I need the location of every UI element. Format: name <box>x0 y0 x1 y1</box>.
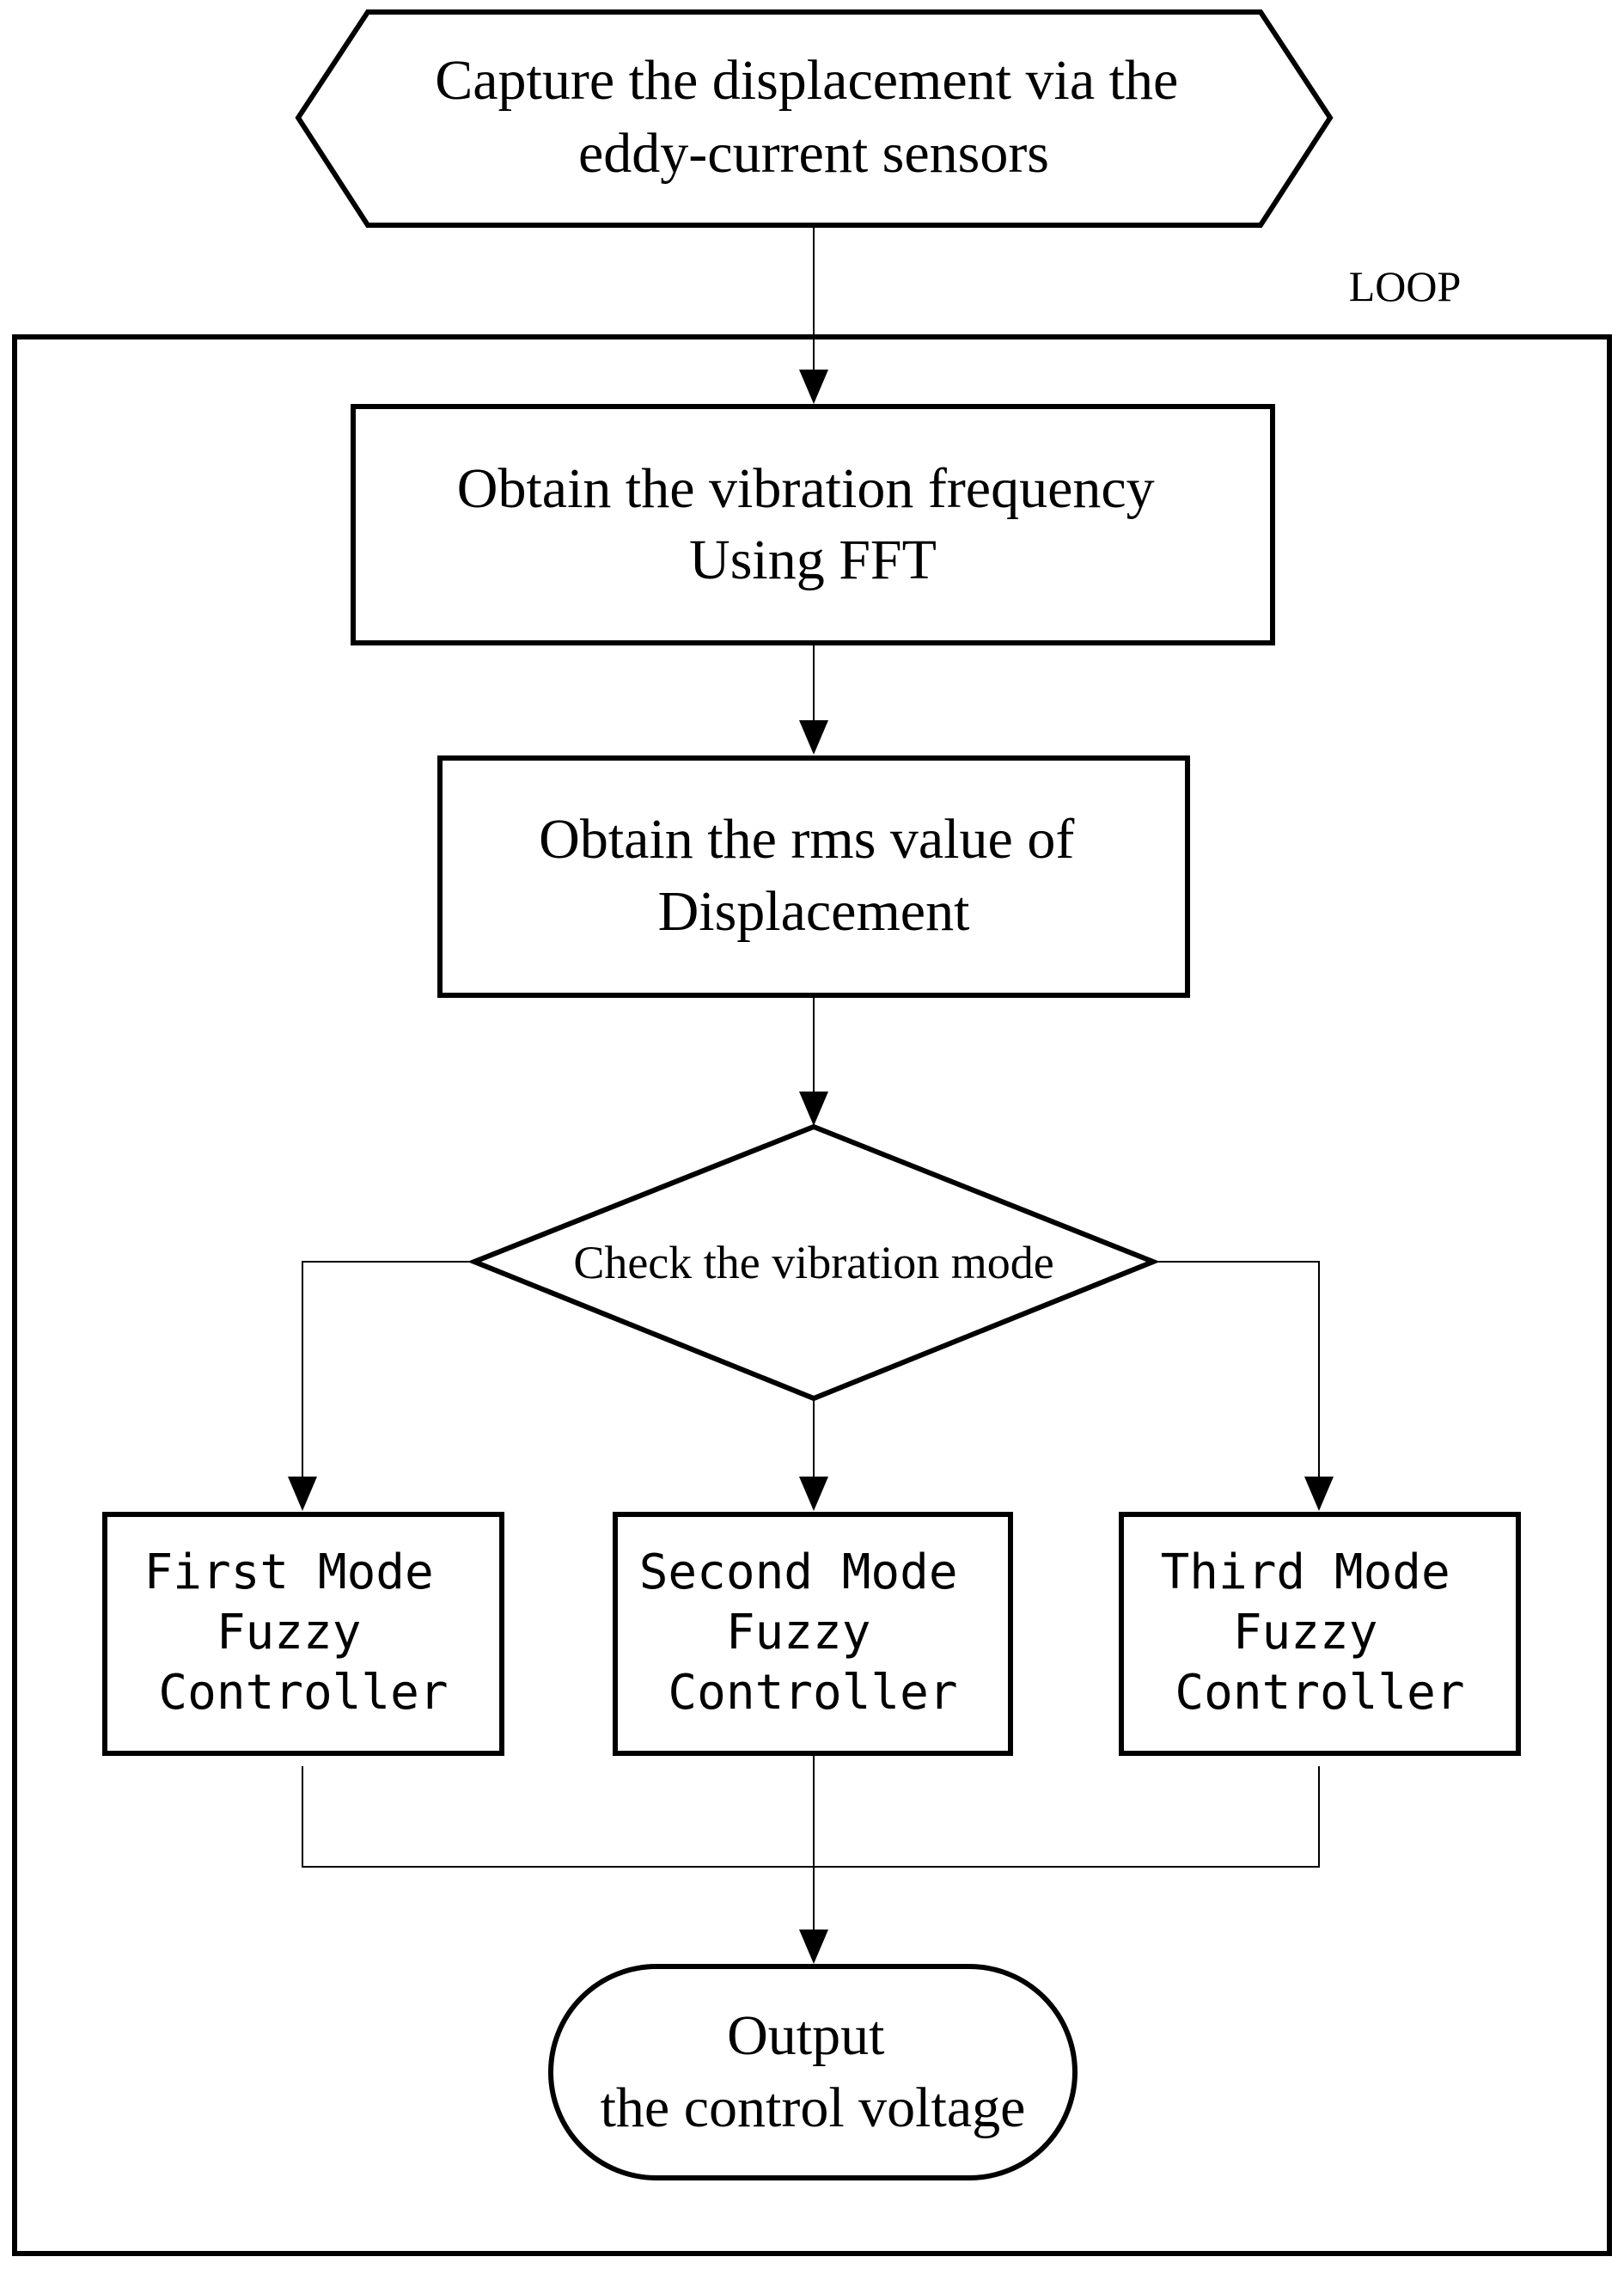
arrowhead-decision <box>799 1092 828 1126</box>
output-line-1: Output <box>727 2004 884 2067</box>
second-mode-box <box>613 1512 1013 1756</box>
output-line-2: the control voltage <box>601 2076 1026 2139</box>
fft-text: Obtain the vibration frequency Using FFT <box>457 457 1169 591</box>
fft-line-2: Using FFT <box>689 529 937 591</box>
third-mode-line-3: Controller <box>1175 1665 1464 1721</box>
decision-line-1: Check the vibration mode <box>573 1237 1053 1288</box>
third-mode-line-1: Third Mode <box>1161 1544 1450 1600</box>
first-mode-line-3: Controller <box>158 1665 448 1721</box>
arrowhead-output <box>799 1930 828 1964</box>
second-mode-line-3: Controller <box>668 1665 957 1721</box>
capture-node: Capture the displacement via the eddy-cu… <box>295 9 1334 228</box>
output-node: Output the control voltage <box>548 1964 1078 2180</box>
rms-box <box>437 755 1190 998</box>
third-mode-node: Third Mode Fuzzy Controller <box>1119 1512 1521 1756</box>
third-mode-box <box>1119 1512 1521 1756</box>
arrowhead-fft <box>799 370 828 404</box>
second-mode-node: Second Mode Fuzzy Controller <box>613 1512 1013 1756</box>
first-mode-line-1: First Mode <box>144 1544 434 1600</box>
first-mode-text: First Mode Fuzzy Controller <box>144 1544 463 1721</box>
second-mode-line-1: Second Mode <box>639 1544 958 1600</box>
rms-node: Obtain the rms value of Displacement <box>437 755 1190 998</box>
first-mode-node: First Mode Fuzzy Controller <box>102 1512 504 1756</box>
connector-decision-first <box>302 1261 474 1477</box>
arrowhead-third <box>1304 1477 1334 1511</box>
fft-box <box>351 404 1275 645</box>
rms-line-1: Obtain the rms value of <box>539 808 1074 871</box>
capture-line-2: eddy-current sensors <box>578 122 1049 185</box>
decision-diamond <box>467 1123 1161 1402</box>
second-mode-text: Second Mode Fuzzy Controller <box>639 1544 987 1721</box>
capture-text: Capture the displacement via the eddy-cu… <box>435 49 1193 185</box>
capture-line-1: Capture the displacement via the <box>435 49 1178 112</box>
capture-hexagon <box>295 9 1334 228</box>
connectors <box>288 225 1334 1964</box>
arrowhead-second <box>799 1477 828 1511</box>
fft-line-1: Obtain the vibration frequency <box>457 457 1155 520</box>
loop-label: LOOP <box>1349 262 1462 310</box>
arrowhead-rms <box>799 720 828 755</box>
output-text: Output the control voltage <box>601 2004 1026 2139</box>
rms-line-2: Displacement <box>658 880 970 943</box>
third-mode-line-2: Fuzzy <box>1233 1605 1378 1660</box>
decision-node: Check the vibration mode <box>467 1123 1161 1402</box>
second-mode-line-2: Fuzzy <box>726 1605 871 1660</box>
connector-first-merge <box>302 1766 1320 1868</box>
fft-node: Obtain the vibration frequency Using FFT <box>351 404 1275 645</box>
third-mode-text: Third Mode Fuzzy Controller <box>1161 1544 1480 1721</box>
loop-frame <box>12 334 1612 2256</box>
first-mode-line-2: Fuzzy <box>217 1605 362 1660</box>
decision-text: Check the vibration mode <box>573 1237 1053 1288</box>
arrowhead-first <box>288 1477 317 1511</box>
connector-decision-third <box>1153 1261 1320 1477</box>
first-mode-box <box>102 1512 504 1756</box>
rms-text: Obtain the rms value of Displacement <box>539 808 1089 943</box>
output-terminator <box>548 1964 1078 2180</box>
